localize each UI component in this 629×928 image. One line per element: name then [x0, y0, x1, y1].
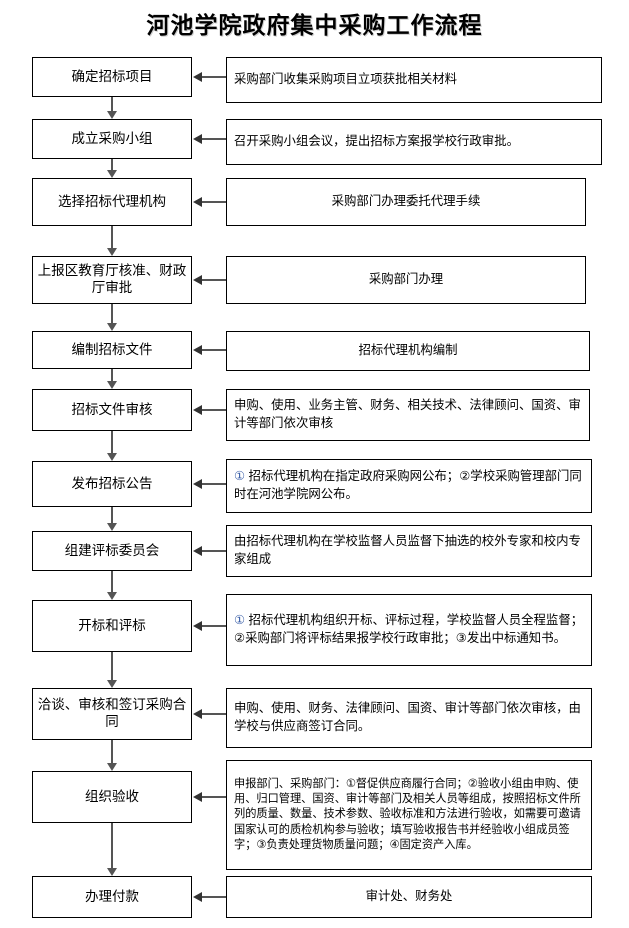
- process-node-4[interactable]: 上报区教育厅核准、财政厅审批: [32, 256, 192, 304]
- connector-line-vertical-5: [111, 369, 113, 382]
- description-box-4[interactable]: 采购部门办理: [226, 256, 586, 304]
- description-box-3[interactable]: 采购部门办理委托代理手续: [226, 178, 586, 226]
- description-box-11[interactable]: 申报部门、采购部门：①督促供应商履行合同；②验收小组由申购、使用、归口管理、国资…: [226, 760, 592, 870]
- process-node-label: 上报区教育厅核准、财政厅审批: [37, 263, 187, 295]
- circled-number-icon: ①: [234, 613, 246, 628]
- process-node-7[interactable]: 发布招标公告: [32, 461, 192, 507]
- process-node-1[interactable]: 确定招标项目: [32, 57, 192, 97]
- connector-line-horizontal-11: [201, 796, 226, 798]
- description-box-8[interactable]: 由招标代理机构在学校监督人员监督下抽选的校外专家和校内专家组成: [226, 525, 592, 577]
- connector-line-vertical-1: [111, 97, 113, 112]
- process-node-label: 组织验收: [85, 788, 139, 804]
- circled-number-icon: ①: [234, 469, 246, 484]
- description-text: 招标代理机构编制: [358, 343, 458, 358]
- description-text: 申购、使用、业务主管、财务、相关技术、法律顾问、国资、审计等部门依次审核: [234, 398, 581, 430]
- connector-line-horizontal-3: [201, 201, 226, 203]
- connector-line-vertical-3: [111, 226, 113, 249]
- process-node-label: 编制招标文件: [71, 341, 153, 357]
- process-node-6[interactable]: 招标文件审核: [32, 389, 192, 431]
- connector-line-horizontal-7: [201, 483, 226, 485]
- process-node-2[interactable]: 成立采购小组: [32, 119, 192, 159]
- connector-arrowhead-left-7: [193, 478, 202, 489]
- process-node-label: 洽谈、审核和签订采购合同: [37, 697, 187, 729]
- connector-arrowhead-down-8: [107, 592, 117, 600]
- connector-arrowhead-left-10: [193, 708, 202, 719]
- connector-line-horizontal-4: [201, 279, 226, 281]
- description-text: 采购部门办理: [368, 272, 444, 287]
- description-text: 召开采购小组会议，提出招标方案报学校行政审批。: [234, 134, 519, 149]
- process-node-label: 发布招标公告: [71, 475, 153, 491]
- connector-line-horizontal-1: [201, 76, 226, 78]
- process-node-9[interactable]: 开标和评标: [32, 600, 192, 652]
- process-node-label: 招标文件审核: [71, 401, 153, 417]
- connector-line-horizontal-12: [201, 896, 226, 898]
- process-node-label: 确定招标项目: [71, 68, 153, 84]
- description-text: 由招标代理机构在学校监督人员监督下抽选的校外专家和校内专家组成: [234, 534, 581, 566]
- connector-arrowhead-down-3: [107, 248, 117, 256]
- process-node-3[interactable]: 选择招标代理机构: [32, 178, 192, 226]
- connector-arrowhead-down-11: [107, 868, 117, 876]
- description-text: 申购、使用、财务、法律顾问、国资、审计等部门依次审核，由学校与供应商签订合同。: [234, 701, 581, 733]
- connector-line-horizontal-8: [201, 550, 226, 552]
- connector-line-vertical-4: [111, 304, 113, 324]
- process-node-label: 选择招标代理机构: [58, 193, 166, 209]
- connector-line-vertical-7: [111, 507, 113, 524]
- process-node-label: 组建评标委员会: [64, 542, 160, 558]
- connector-line-horizontal-10: [201, 713, 226, 715]
- process-node-12[interactable]: 办理付款: [32, 876, 192, 918]
- connector-line-horizontal-5: [201, 349, 226, 351]
- connector-arrowhead-down-10: [107, 763, 117, 771]
- process-node-11[interactable]: 组织验收: [32, 771, 192, 823]
- process-node-label: 办理付款: [85, 888, 139, 904]
- connector-arrowhead-left-11: [193, 791, 202, 802]
- connector-arrowhead-down-9: [107, 680, 117, 688]
- connector-arrowhead-down-1: [107, 111, 117, 119]
- connector-line-vertical-9: [111, 652, 113, 681]
- connector-line-horizontal-2: [201, 138, 226, 140]
- description-box-12[interactable]: 审计处、财务处: [226, 876, 592, 918]
- process-node-label: 开标和评标: [78, 617, 146, 633]
- connector-arrowhead-down-4: [107, 323, 117, 331]
- description-box-10[interactable]: 申购、使用、财务、法律顾问、国资、审计等部门依次审核，由学校与供应商签订合同。: [226, 688, 592, 748]
- description-text: 审计处、财务处: [365, 889, 453, 904]
- description-box-7[interactable]: ① 招标代理机构在指定政府采购网公布；②学校采购管理部门同时在河池学院网公布。: [226, 459, 592, 513]
- process-node-5[interactable]: 编制招标文件: [32, 331, 192, 369]
- description-text: ① 招标代理机构组织开标、评标过程，学校监督人员全程监督；②采购部门将评标结果报…: [227, 612, 591, 647]
- connector-arrowhead-left-3: [193, 196, 202, 207]
- description-text: 采购部门办理委托代理手续: [331, 194, 481, 209]
- connector-arrowhead-left-1: [193, 71, 202, 82]
- description-box-9[interactable]: ① 招标代理机构组织开标、评标过程，学校监督人员全程监督；②采购部门将评标结果报…: [226, 594, 592, 666]
- connector-line-vertical-8: [111, 571, 113, 593]
- process-node-label: 成立采购小组: [71, 130, 153, 146]
- connector-line-vertical-11: [111, 823, 113, 869]
- connector-arrowhead-left-12: [193, 891, 202, 902]
- description-body: 招标代理机构在指定政府采购网公布；②学校采购管理部门同时在河池学院网公布。: [234, 469, 582, 501]
- connector-line-horizontal-9: [201, 625, 226, 627]
- description-text: 采购部门收集采购项目立项获批相关材料: [234, 72, 458, 87]
- connector-arrowhead-down-2: [107, 170, 117, 178]
- description-box-2[interactable]: 召开采购小组会议，提出招标方案报学校行政审批。: [226, 119, 602, 165]
- connector-arrowhead-left-8: [193, 545, 202, 556]
- connector-line-vertical-10: [111, 740, 113, 764]
- description-text: ① 招标代理机构在指定政府采购网公布；②学校采购管理部门同时在河池学院网公布。: [227, 468, 591, 503]
- connector-arrowhead-down-7: [107, 523, 117, 531]
- connector-line-vertical-6: [111, 431, 113, 454]
- description-box-1[interactable]: 采购部门收集采购项目立项获批相关材料: [226, 57, 602, 103]
- connector-arrowhead-left-5: [193, 344, 202, 355]
- process-node-8[interactable]: 组建评标委员会: [32, 531, 192, 571]
- connector-arrowhead-left-6: [193, 404, 202, 415]
- connector-arrowhead-left-9: [193, 620, 202, 631]
- connector-arrowhead-left-2: [193, 133, 202, 144]
- connector-arrowhead-down-6: [107, 453, 117, 461]
- description-body: 招标代理机构组织开标、评标过程，学校监督人员全程监督；②采购部门将评标结果报学校…: [234, 613, 584, 645]
- connector-line-vertical-2: [111, 159, 113, 171]
- connector-line-horizontal-6: [201, 409, 226, 411]
- connector-arrowhead-left-4: [193, 274, 202, 285]
- description-text: 申报部门、采购部门：①督促供应商履行合同；②验收小组由申购、使用、归口管理、国资…: [234, 777, 581, 851]
- description-box-6[interactable]: 申购、使用、业务主管、财务、相关技术、法律顾问、国资、审计等部门依次审核: [226, 389, 590, 441]
- page-title: 河池学院政府集中采购工作流程: [146, 13, 483, 38]
- process-node-10[interactable]: 洽谈、审核和签订采购合同: [32, 688, 192, 740]
- connector-arrowhead-down-5: [107, 381, 117, 389]
- description-box-5[interactable]: 招标代理机构编制: [226, 331, 590, 371]
